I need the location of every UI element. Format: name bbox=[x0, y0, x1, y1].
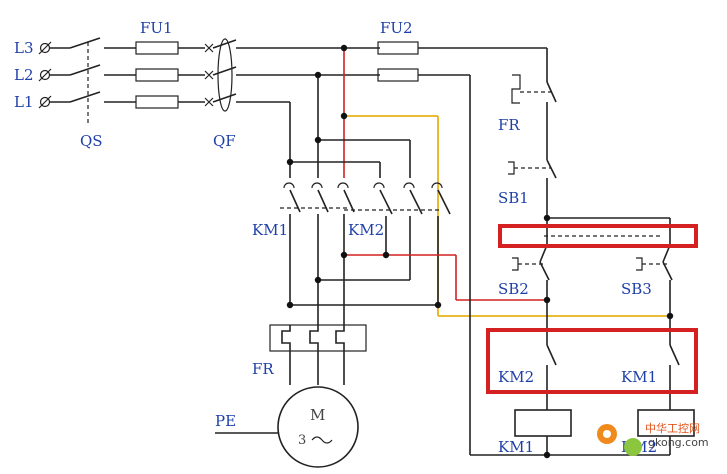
label-qs: QS bbox=[80, 132, 103, 150]
label-l1: L1 bbox=[14, 93, 34, 111]
label-coil-km1: KM1 bbox=[498, 438, 534, 456]
label-sb1: SB1 bbox=[498, 189, 529, 207]
label-sb3: SB3 bbox=[621, 280, 652, 298]
label-km1-main: KM1 bbox=[252, 221, 288, 239]
label-km1-aux: KM1 bbox=[621, 368, 657, 386]
label-fr-control: FR bbox=[498, 116, 520, 134]
gkong-watermark: 中华工控网 gkong.com bbox=[597, 421, 709, 456]
junction-dots bbox=[286, 44, 674, 459]
watermark-cn: 中华工控网 bbox=[645, 421, 700, 435]
fu2-fuses bbox=[377, 41, 547, 82]
label-l2: L2 bbox=[14, 66, 34, 84]
qs-switch bbox=[69, 37, 136, 125]
motor-3-label: 3 bbox=[298, 433, 306, 448]
label-km2-aux: KM2 bbox=[498, 368, 534, 386]
km1-main-contacts bbox=[280, 182, 355, 325]
label-fu2: FU2 bbox=[380, 19, 413, 37]
label-l3: L3 bbox=[14, 39, 34, 57]
label-qf: QF bbox=[213, 132, 236, 150]
main-power-wiring bbox=[289, 48, 439, 316]
label-fr-main: FR bbox=[252, 360, 274, 378]
highlight-interlock-buttons bbox=[498, 224, 698, 248]
watermark-url: gkong.com bbox=[648, 436, 709, 449]
fu1-fuses bbox=[135, 41, 205, 109]
highlight-interlock-contacts bbox=[486, 328, 698, 394]
label-km2-main: KM2 bbox=[348, 221, 384, 239]
motor: M 3 bbox=[215, 386, 359, 468]
label-sb2: SB2 bbox=[498, 280, 529, 298]
fr-main-relay bbox=[269, 324, 367, 385]
km2-main-contacts bbox=[290, 182, 670, 317]
motor-m-label: M bbox=[310, 406, 325, 424]
label-pe: PE bbox=[215, 412, 236, 430]
supply-terminals bbox=[38, 41, 70, 109]
qf-breaker bbox=[204, 38, 380, 112]
label-fu1: FU1 bbox=[140, 19, 173, 37]
